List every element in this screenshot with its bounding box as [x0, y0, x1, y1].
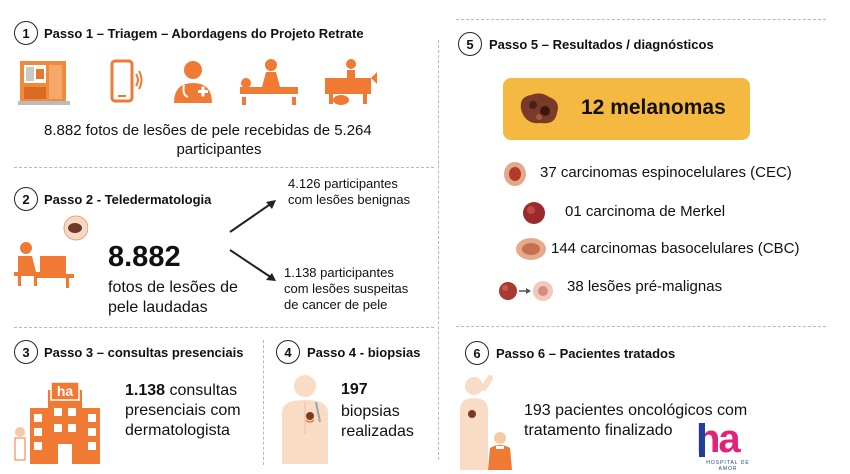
step5-title: Passo 5 – Resultados / diagnósticos: [489, 37, 714, 52]
result-premalignant: 38 lesões pré-malignas: [567, 278, 723, 295]
benign-line2: com lesões benignas: [288, 192, 411, 207]
step5-number: 5: [458, 32, 482, 56]
biopsy-patient-icon: [282, 375, 328, 464]
step1-description-line2: participantes: [176, 141, 262, 158]
separator-step2-step3: [14, 327, 434, 328]
melanoma-count: 12 melanomas: [581, 96, 726, 119]
separator-step5-step6: [456, 326, 826, 327]
melanoma-highlight-box: 12 melanomas: [503, 78, 750, 140]
step6-text-line1: 193 pacientes oncológicos com: [524, 402, 748, 419]
hospital-icon: ha: [12, 380, 112, 464]
step1-number: 1: [14, 21, 38, 45]
suspect-line2: com lesões suspeitas: [284, 281, 409, 296]
step2-caption-line1: fotos de lesões de: [108, 279, 238, 296]
farm-animals-icon: [325, 59, 377, 105]
premalignant-lesion-icon: [499, 281, 553, 301]
hospital-de-amor-logo: ha HOSPITAL DE AMOR: [696, 419, 760, 472]
step3-count: 1.138: [125, 382, 166, 399]
benign-line1: 4.126 participantes: [288, 176, 398, 191]
step6-number: 6: [465, 341, 489, 365]
melanoma-lesion-icon: [520, 93, 558, 124]
step1-title: Passo 1 – Triagem – Abordagens do Projet…: [44, 26, 364, 41]
step3-number: 3: [14, 340, 38, 364]
step2-caption-line2: pele laudadas: [108, 299, 208, 316]
suspect-line3: de cancer de pele: [284, 297, 388, 312]
step4-title: Passo 4 - biopsias: [307, 345, 421, 360]
step3-text-line2: presenciais com: [125, 402, 241, 419]
physiotherapy-icon: [240, 59, 298, 105]
step4-text-line1: biopsias: [341, 403, 400, 420]
result-cbc: 144 carcinomas basocelulares (CBC): [551, 240, 800, 257]
step3-text-line3: dermatologista: [125, 422, 230, 439]
result-merkel: 01 carcinoma de Merkel: [565, 203, 726, 220]
merkel-lesion-icon: [523, 202, 545, 224]
suspect-line1: 1.138 participantes: [284, 265, 394, 280]
step4-number: 4: [276, 340, 300, 364]
step3-text-line1-rest: consultas: [169, 382, 238, 399]
doctor-icon: [174, 61, 212, 103]
treated-patient-icon: [460, 375, 512, 470]
step4-text-line2: realizadas: [341, 423, 414, 440]
arrow-to-suspect-icon: [229, 249, 276, 281]
result-cec: 37 carcinomas espinocelulares (CEC): [540, 164, 792, 181]
cbc-lesion-icon: [516, 238, 546, 260]
step6-text-line2: tratamento finalizado: [524, 422, 673, 439]
kiosk-icon: [18, 61, 70, 105]
cec-lesion-icon: [504, 162, 526, 186]
smartphone-icon: [110, 59, 143, 103]
logo-blue-stroke-icon: [699, 423, 705, 457]
separator-step1-step2: [14, 167, 434, 168]
step4-count: 197: [341, 381, 368, 398]
step2-big-number: 8.882: [108, 241, 181, 273]
arrow-to-benign-icon: [229, 200, 276, 233]
logo-caption: HOSPITAL DE AMOR: [706, 460, 750, 472]
separator-vertical-main: [438, 40, 439, 460]
teledermatology-icon: [14, 215, 88, 288]
hospital-sign: ha: [56, 383, 74, 399]
step2-number: 2: [14, 187, 38, 211]
step6-title: Passo 6 – Pacientes tratados: [496, 346, 676, 361]
separator-top-right: [456, 19, 826, 20]
separator-step3-step4: [263, 340, 264, 465]
step1-description-line1: 8.882 fotos de lesões de pele recebidas …: [44, 122, 372, 139]
step3-title: Passo 3 – consultas presenciais: [44, 345, 244, 360]
step2-title: Passo 2 - Teledermatologia: [44, 192, 212, 207]
step3-text-line1: 1.138 consultas: [125, 381, 237, 400]
